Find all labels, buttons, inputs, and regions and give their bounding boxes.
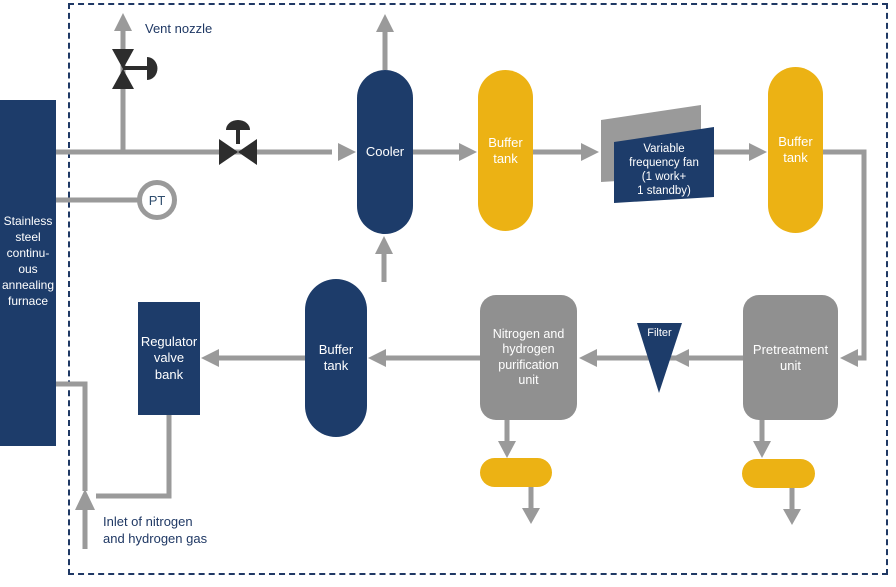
valve-actuator <box>226 120 250 130</box>
buffer-tank-top-right-node: Buffer tank <box>768 67 823 233</box>
drain-vessel-right <box>742 459 815 488</box>
vent-nozzle-label: Vent nozzle <box>145 21 213 36</box>
pretreatment-unit-node: Pretreatment unit <box>743 295 838 420</box>
vent-valve-icon <box>112 49 158 89</box>
regulator-valve-bank-node: Regulator valve bank <box>138 302 200 415</box>
valve-actuator <box>147 57 158 80</box>
purification-unit-node: Nitrogen and hydrogen purification unit <box>480 295 577 420</box>
drain-vessel-left <box>480 458 552 487</box>
filter-triangle <box>637 323 682 393</box>
furnace-node: Stainless steel continu- ous annealing f… <box>0 100 56 446</box>
inlet-gas-label: Inlet of nitrogen and hydrogen gas <box>103 514 208 546</box>
cooler-node: Cooler <box>357 70 413 234</box>
pipe-lines <box>56 30 867 549</box>
buffer-tank-top-left-node: Buffer tank <box>478 70 533 231</box>
pt-instrument-icon: PT <box>137 180 177 220</box>
fan-shape-front <box>614 127 714 203</box>
valve-stem <box>236 126 240 144</box>
valve-body <box>219 139 257 165</box>
buffer-tank-bottom-node: Buffer tank <box>305 279 367 437</box>
system-boundary <box>68 3 888 575</box>
filter-label: Filter <box>647 327 672 339</box>
variable-frequency-fan-label: Variable frequency fan (1 work+ 1 standb… <box>629 143 699 197</box>
valve-stem <box>123 66 147 70</box>
flow-arrowheads <box>75 13 858 525</box>
control-valve-icon <box>219 120 257 165</box>
